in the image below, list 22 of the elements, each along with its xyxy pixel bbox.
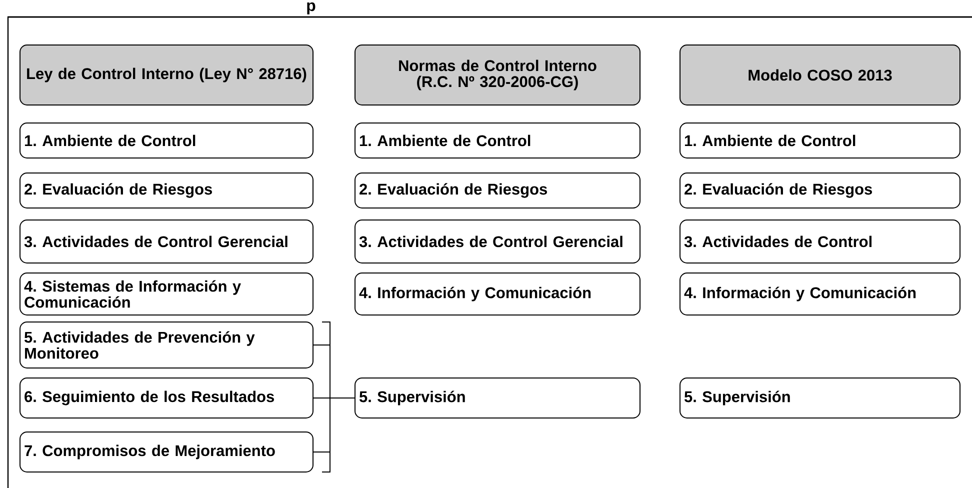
item-box: 4. Información y Comunicación: [354, 272, 640, 316]
item-box: 4. Información y Comunicación: [680, 272, 960, 316]
item-box: 5. Actividades de Prevención y Monitoreo: [20, 322, 314, 368]
item-box: 5. Supervisión: [680, 378, 960, 418]
item-box: 1. Ambiente de Control: [680, 122, 960, 158]
item-box: 1. Ambiente de Control: [20, 122, 314, 158]
item-box: 2. Evaluación de Riesgos: [354, 172, 640, 208]
stray-letter: p: [307, 2, 316, 14]
header-box: Ley de Control Interno (Ley N° 28716): [20, 44, 314, 106]
item-box: 3. Actividades de Control Gerencial: [20, 220, 314, 264]
item-box: 6. Seguimiento de los Resultados: [20, 378, 314, 418]
item-box: 3. Actividades de Control Gerencial: [354, 220, 640, 264]
item-box: 1. Ambiente de Control: [354, 122, 640, 158]
item-box: 2. Evaluación de Riesgos: [680, 172, 960, 208]
connector: [313, 398, 355, 452]
item-box: 7. Compromisos de Mejoramiento: [20, 432, 314, 472]
item-box: 3. Actividades de Control: [680, 220, 960, 264]
item-box: 5. Supervisión: [354, 378, 640, 418]
item-box: 2. Evaluación de Riesgos: [20, 172, 314, 208]
item-box: 4. Sistemas de Información y Comunicación: [20, 272, 314, 316]
header-box: Modelo COSO 2013: [680, 44, 960, 106]
header-box: Normas de Control Interno (R.C. Nº 320-2006-CG): [354, 44, 640, 106]
